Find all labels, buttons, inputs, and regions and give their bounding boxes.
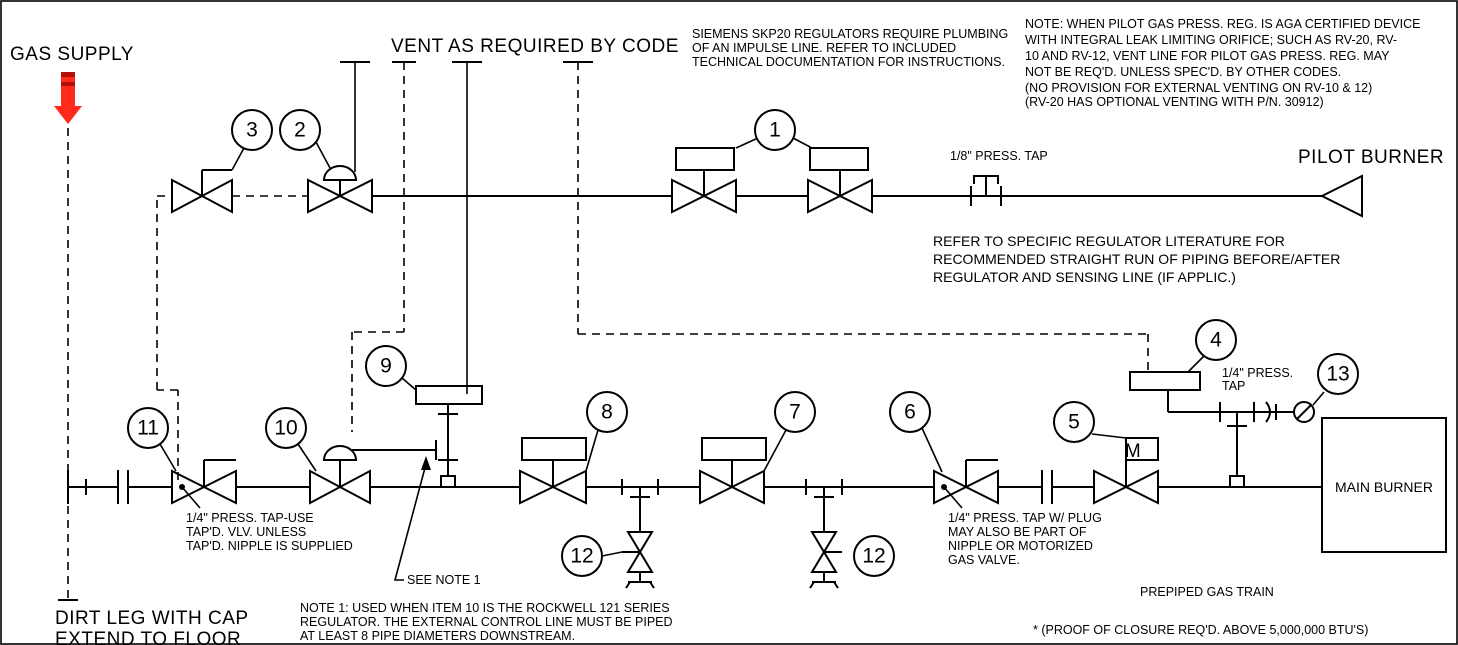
refer-note: REFER TO SPECIFIC REGULATOR LITERATURE F…	[933, 233, 1340, 285]
svg-text:SIEMENS SKP20 REGULATORS REQUI: SIEMENS SKP20 REGULATORS REQUIRE PLUMBIN…	[692, 27, 1008, 41]
press-tap-14-label-2: TAP	[1222, 379, 1245, 393]
item-bubble-4: 4	[1187, 319, 1237, 373]
siemens-note: SIEMENS SKP20 REGULATORS REQUIRE PLUMBIN…	[692, 27, 1008, 69]
item-bubble-6: 6	[889, 391, 943, 473]
svg-text:9: 9	[380, 355, 392, 378]
press-tap-18-label: 1/8" PRESS. TAP	[950, 149, 1048, 163]
svg-text:TAP'D. NIPPLE IS SUPPLIED: TAP'D. NIPPLE IS SUPPLIED	[186, 539, 353, 553]
item-bubble-9: 9	[365, 345, 417, 391]
svg-text:GAS VALVE.: GAS VALVE.	[948, 553, 1020, 567]
svg-text:NOTE 1: USED WHEN ITEM 10 IS: NOTE 1: USED WHEN ITEM 10 IS THE ROCKWEL…	[300, 601, 670, 615]
svg-text:REGULATOR. THE EXTERNAL CONTR: REGULATOR. THE EXTERNAL CONTROL LINE MUS…	[300, 615, 673, 629]
item-bubble-12b: 12	[853, 535, 895, 577]
item-bubble-3: 3	[231, 109, 273, 171]
pilot-line	[156, 62, 1363, 480]
svg-text:8: 8	[601, 401, 613, 424]
item-bubble-13: 13	[1317, 353, 1359, 395]
pilot-regulator-note: NOTE: WHEN PILOT GAS PRESS. REG. IS AGA …	[1025, 17, 1420, 109]
svg-text:MAY ALSO BE PART OF: MAY ALSO BE PART OF	[948, 525, 1087, 539]
svg-text:2: 2	[294, 119, 306, 142]
svg-text:TECHNICAL DOCUMENTATION FOR IN: TECHNICAL DOCUMENTATION FOR INSTRUCTIONS…	[692, 55, 1005, 69]
item-bubble-5: 5	[1053, 401, 1127, 443]
tap-plug-note: 1/4" PRESS. TAP W/ PLUG MAY ALSO BE PART…	[948, 511, 1102, 567]
main-burner-label: MAIN BURNER	[1335, 479, 1433, 495]
svg-text:AT LEAST 8 PIPE DIAMETERS DOWN: AT LEAST 8 PIPE DIAMETERS DOWNSTREAM.	[300, 629, 575, 643]
main-burner-box	[1321, 417, 1447, 553]
svg-text:TAP'D. VLV. UNLESS: TAP'D. VLV. UNLESS	[186, 525, 306, 539]
item-bubble-1: 1	[754, 109, 796, 151]
motor-label: M	[1125, 441, 1141, 462]
proof-note: * (PROOF OF CLOSURE REQ'D. ABOVE 5,000,0…	[1033, 623, 1368, 637]
svg-text:NIPPLE OR MOTORIZED: NIPPLE OR MOTORIZED	[948, 539, 1093, 553]
main-line	[67, 371, 1325, 589]
svg-text:(NO PROVISION FOR EXTERNAL VEN: (NO PROVISION FOR EXTERNAL VENTING ON RV…	[1025, 81, 1372, 95]
item-bubble-10: 10	[265, 407, 317, 472]
dirt-leg-label-2: EXTEND TO FLOOR	[55, 629, 241, 645]
svg-text:4: 4	[1210, 329, 1222, 352]
svg-text:(RV-20 HAS OPTIONAL VENTING WI: (RV-20 HAS OPTIONAL VENTING WITH P/N. 30…	[1025, 95, 1324, 109]
note-1: NOTE 1: USED WHEN ITEM 10 IS THE ROCKWEL…	[300, 601, 673, 643]
svg-text:10 AND RV-12, VENT LINE FOR PI: 10 AND RV-12, VENT LINE FOR PILOT GAS PR…	[1025, 49, 1390, 63]
item-bubble-8: 8	[585, 391, 628, 472]
pilot-burner-label: PILOT BURNER	[1298, 147, 1444, 168]
svg-text:12: 12	[862, 545, 885, 568]
svg-text:11: 11	[137, 417, 159, 440]
svg-text:1: 1	[769, 119, 781, 142]
svg-text:NOT BE REQ'D. UNLESS SPEC'D. B: NOT BE REQ'D. UNLESS SPEC'D. BY OTHER CO…	[1025, 65, 1341, 79]
vent-label: VENT AS REQUIRED BY CODE	[391, 36, 679, 57]
gas-supply-arrow	[54, 72, 82, 124]
item-bubble-2: 2	[279, 109, 331, 169]
svg-text:7: 7	[789, 401, 801, 424]
item-bubble-11: 11	[127, 407, 177, 472]
svg-text:6: 6	[904, 401, 916, 424]
dirt-leg-label-1: DIRT LEG WITH CAP	[55, 608, 249, 629]
item-bubble-7: 7	[763, 391, 816, 472]
svg-text:1/4" PRESS. TAP-USE: 1/4" PRESS. TAP-USE	[186, 511, 314, 525]
svg-text:13: 13	[1326, 363, 1349, 386]
svg-text:12: 12	[570, 545, 593, 568]
svg-text:3: 3	[246, 119, 258, 142]
see-note-leader	[393, 463, 427, 581]
svg-text:WITH INTEGRAL LEAK LIMITING OR: WITH INTEGRAL LEAK LIMITING ORIFICE; SUC…	[1025, 33, 1397, 47]
prepiped-label: PREPIPED GAS TRAIN	[1140, 585, 1274, 599]
see-note-label: SEE NOTE 1	[407, 573, 481, 587]
svg-text:RECOMMENDED STRAIGHT RUN OF PI: RECOMMENDED STRAIGHT RUN OF PIPING BEFOR…	[933, 251, 1340, 267]
svg-text:5: 5	[1068, 411, 1080, 434]
gas-supply-label: GAS SUPPLY	[10, 44, 134, 65]
svg-text:OF AN IMPULSE LINE. REFER TO I: OF AN IMPULSE LINE. REFER TO INCLUDED	[692, 41, 956, 55]
svg-text:1/4" PRESS. TAP W/ PLUG: 1/4" PRESS. TAP W/ PLUG	[948, 511, 1102, 525]
svg-text:REGULATOR AND SENSING LINE (IF: REGULATOR AND SENSING LINE (IF APPLIC.)	[933, 269, 1236, 285]
item-bubble-12a: 12	[561, 535, 623, 577]
svg-text:10: 10	[274, 417, 297, 440]
svg-text:NOTE: WHEN PILOT GAS PRESS. RE: NOTE: WHEN PILOT GAS PRESS. REG. IS AGA …	[1025, 17, 1420, 31]
svg-text:REFER TO SPECIFIC REGULATOR LI: REFER TO SPECIFIC REGULATOR LITERATURE F…	[933, 233, 1285, 249]
press-tap-14-label-1: 1/4" PRESS.	[1222, 366, 1293, 380]
tap-use-note: 1/4" PRESS. TAP-USE TAP'D. VLV. UNLESS T…	[186, 511, 353, 553]
